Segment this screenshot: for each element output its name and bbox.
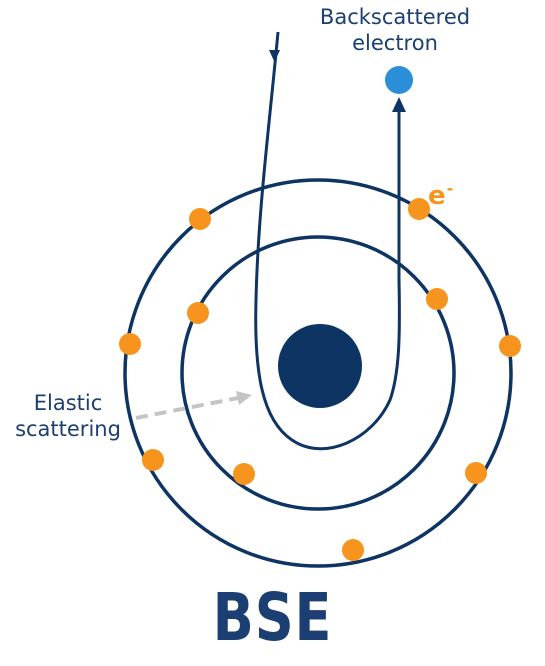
outgoing-arrowhead bbox=[392, 97, 406, 112]
orbit-electrons bbox=[119, 198, 521, 561]
elastic-label-line2: scattering bbox=[15, 417, 121, 441]
outer-orbit bbox=[123, 178, 513, 568]
backscattered-label-line1: Backscattered bbox=[319, 5, 471, 29]
orbit-electron bbox=[142, 449, 164, 471]
backscattered-electron bbox=[385, 66, 413, 94]
elastic-scattering-arrow bbox=[135, 396, 239, 420]
orbit-electron bbox=[465, 462, 487, 484]
orbit-electron bbox=[499, 335, 521, 357]
orbit-electron bbox=[189, 208, 211, 230]
nucleus bbox=[278, 324, 362, 408]
orbit-electron bbox=[233, 463, 255, 485]
orbit-electron bbox=[408, 198, 430, 220]
diagram-title: BSE bbox=[212, 579, 333, 656]
incoming-arrowhead bbox=[269, 50, 280, 62]
backscattered-electron-label: Backscattered electron bbox=[300, 4, 490, 56]
electron-symbol: e- bbox=[428, 179, 454, 211]
orbit-electron bbox=[187, 302, 209, 324]
orbit-electron bbox=[342, 539, 364, 561]
inner-orbit bbox=[180, 235, 456, 511]
backscattered-label-line2: electron bbox=[352, 31, 438, 55]
orbit-electron bbox=[119, 333, 141, 355]
elastic-scattering-label: Elastic scattering bbox=[4, 390, 132, 442]
orbit-electron bbox=[426, 288, 448, 310]
elastic-scattering-arrowhead bbox=[236, 391, 252, 405]
elastic-label-line1: Elastic bbox=[33, 391, 103, 415]
electron-trajectory bbox=[254, 31, 401, 451]
